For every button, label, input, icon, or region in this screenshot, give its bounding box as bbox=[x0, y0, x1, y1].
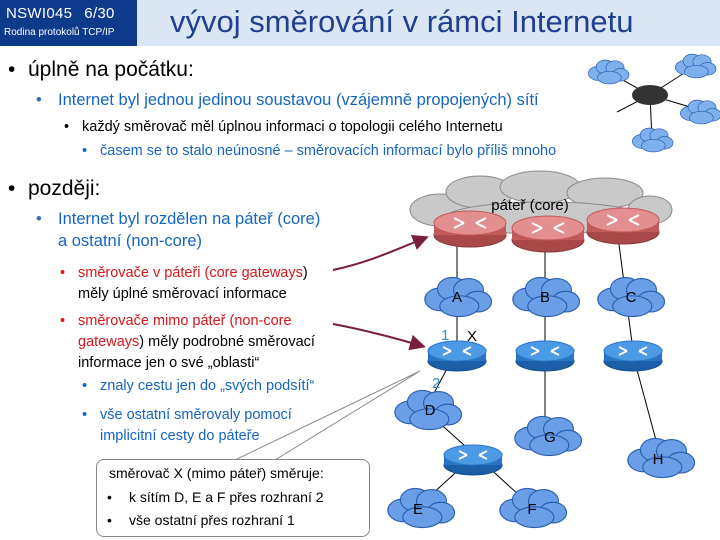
interface-1-label: 1 bbox=[441, 327, 449, 344]
network-e-label: E bbox=[413, 501, 423, 518]
callout-item-2: vše ostatní přes rozhraní 1 bbox=[107, 512, 295, 528]
bullet-full-topology: každý směrovač měl úplnou informaci o to… bbox=[64, 117, 503, 138]
core-gw-line1a: směrovače v páteři ( bbox=[78, 265, 210, 281]
core-gw-line2: měly úplné směrovací informace bbox=[78, 286, 287, 302]
core-cloud bbox=[409, 170, 673, 235]
callout-item-1: k sítím D, E a F přes rozhraní 2 bbox=[107, 489, 323, 505]
core-label: páteř (core) bbox=[491, 197, 569, 214]
interface-2-label: 2 bbox=[432, 375, 440, 392]
default-route-line2: implicitní cesty do páteře bbox=[100, 428, 260, 444]
core-router-icon bbox=[433, 210, 507, 248]
network-c-label: C bbox=[626, 289, 637, 306]
bullet-single-system: Internet byl jednou jedinou soustavou (v… bbox=[36, 89, 539, 111]
network-f-label: F bbox=[527, 501, 536, 518]
noncore-gw-line2a: gateways bbox=[78, 334, 140, 350]
router-x-callout: směrovač X (mimo páteř) směruje: k sítím… bbox=[96, 459, 370, 537]
course-subtitle: Rodina protokolů TCP/IP bbox=[4, 27, 115, 38]
bullet-unsustainable: časem se to stalo neúnosné – směrovacích… bbox=[82, 141, 556, 162]
core-gw-line1b: core gateways bbox=[209, 265, 303, 281]
noncore-gw-line3: informace jen o své „oblasti“ bbox=[78, 355, 260, 371]
core-gw-line1c: ) bbox=[302, 265, 308, 281]
noncore-gateways-arrow bbox=[332, 323, 426, 351]
default-route-line1: vše ostatní směrovaly pomocí bbox=[100, 407, 292, 423]
network-b-label: B bbox=[540, 289, 550, 306]
router-x-label: X bbox=[467, 328, 477, 345]
noncore-gw-line1: směrovače mimo páteř (non-core bbox=[78, 313, 292, 329]
network-g-label: G bbox=[544, 429, 556, 446]
bullet-core-gateways: směrovače v páteři (core gateways) měly … bbox=[60, 263, 308, 305]
core-split-line2: a ostatní (non-core) bbox=[58, 232, 202, 250]
router-icon bbox=[515, 340, 575, 372]
noncore-gw-line2b: ) měly podrobné směrovací bbox=[139, 334, 315, 350]
bullet-core-split: Internet byl rozdělen na páteř (core) a … bbox=[36, 208, 321, 252]
network-a-label: A bbox=[452, 289, 462, 306]
bullet-noncore-gateways: směrovače mimo páteř (non-core gateways)… bbox=[60, 311, 315, 374]
bullet-default-route: vše ostatní směrovaly pomocí implicitní … bbox=[82, 405, 292, 447]
callout-title: směrovač X (mimo páteř) směruje: bbox=[109, 465, 324, 481]
callout-pointer bbox=[234, 370, 421, 461]
router-icon bbox=[603, 340, 663, 372]
page-number: 6/30 bbox=[84, 5, 115, 22]
course-badge: NSWI045 6/30 Rodina protokolů TCP/IP bbox=[0, 0, 137, 46]
network-h-label: H bbox=[653, 451, 664, 468]
core-router-icon bbox=[511, 215, 585, 253]
slide-title: vývoj směrování v rámci Internetu bbox=[170, 4, 634, 39]
bullet-later: později: bbox=[8, 177, 100, 201]
topology-icon bbox=[588, 53, 720, 153]
router-icon bbox=[427, 340, 487, 372]
core-router-icon bbox=[586, 207, 660, 245]
course-code: NSWI045 bbox=[6, 5, 73, 22]
core-gateways-arrow bbox=[332, 235, 429, 271]
bullet-own-subnets: znaly cestu jen do „svých podsítí“ bbox=[82, 376, 314, 397]
network-d-label: D bbox=[425, 402, 436, 419]
router-icon bbox=[443, 444, 503, 476]
bullet-beginning: úplně na počátku: bbox=[8, 58, 194, 82]
core-split-line1: Internet byl rozdělen na páteř (core) bbox=[58, 210, 321, 228]
